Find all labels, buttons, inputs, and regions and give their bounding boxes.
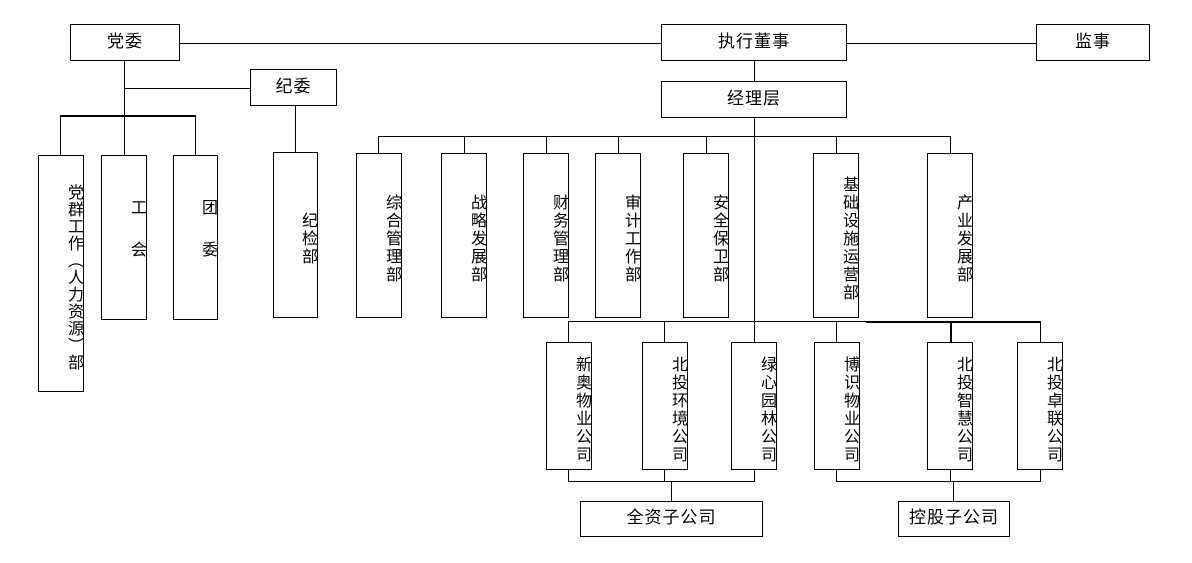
connector-discipline-stem — [295, 105, 296, 152]
node-labor-union[interactable]: 工会 — [101, 155, 147, 320]
connector-party-child-2 — [124, 115, 125, 155]
connector-dept-drop-1 — [378, 136, 379, 153]
connector-controlled-up-3 — [1040, 470, 1041, 481]
connector-subsidiary-bar-right — [866, 321, 1041, 323]
node-subsidiary-beitou-zhuolian[interactable]: 北投卓联公司 — [1017, 342, 1063, 470]
connector-dept-drop-2 — [464, 136, 465, 153]
connector-controlled-up-2 — [950, 470, 951, 481]
node-executive-director[interactable]: 执行董事 — [661, 24, 847, 61]
connector-wholly-bar — [568, 481, 755, 482]
connector-controlled-up-1 — [836, 470, 837, 481]
node-department-infrastructure-operations[interactable]: 基础设施运营部 — [813, 153, 859, 318]
node-management-layer[interactable]: 经理层 — [661, 81, 847, 118]
connector-party-children-bar — [60, 115, 196, 117]
group-label-wholly-owned-subsidiaries[interactable]: 全资子公司 — [580, 501, 763, 537]
connector-sub-drop-2 — [664, 321, 665, 342]
connector-sub-drop-5 — [950, 321, 952, 342]
node-party-committee[interactable]: 党委 — [70, 24, 180, 61]
node-department-industrial-development[interactable]: 产业发展部 — [927, 153, 973, 318]
connector-management-stem — [754, 117, 755, 322]
node-subsidiary-lvxin-garden[interactable]: 绿心园林公司 — [731, 342, 777, 470]
node-department-general-management[interactable]: 综合管理部 — [356, 153, 402, 318]
connector-dept-drop-7 — [950, 136, 951, 153]
connector-wholly-up-2 — [664, 470, 665, 481]
node-subsidiary-beitou-smart[interactable]: 北投智慧公司 — [927, 342, 973, 470]
connector-party-to-discipline — [124, 88, 251, 89]
connector-dept-drop-6 — [836, 136, 837, 153]
connector-dept-drop-5 — [706, 136, 707, 153]
node-subsidiary-xinao-property[interactable]: 新奥物业公司 — [546, 342, 592, 470]
connector-party-to-director — [180, 43, 661, 44]
connector-controlled-stem — [953, 481, 954, 501]
connector-sub-drop-1 — [568, 321, 569, 342]
connector-dept-drop-3 — [546, 136, 547, 153]
connector-department-bar — [378, 136, 950, 137]
connector-sub-drop-3 — [754, 321, 755, 342]
connector-party-stem — [124, 60, 125, 155]
connector-subsidiary-bar-left — [568, 321, 868, 322]
connector-wholly-up-1 — [568, 470, 569, 481]
connector-sub-drop-4 — [836, 321, 837, 342]
connector-director-to-supervisor — [847, 43, 1036, 44]
node-discipline-inspection-department[interactable]: 纪检部 — [273, 152, 318, 318]
node-subsidiary-beitou-environment[interactable]: 北投环境公司 — [642, 342, 688, 470]
node-youth-league-committee[interactable]: 团委 — [173, 155, 218, 320]
node-department-audit-work[interactable]: 审计工作部 — [595, 153, 641, 318]
connector-wholly-stem — [671, 481, 672, 501]
node-party-affairs-hr-department[interactable]: 党群工作（人力资源）部 — [38, 155, 84, 392]
connector-party-child-1 — [60, 115, 61, 155]
connector-dept-drop-4 — [618, 136, 619, 153]
connector-sub-drop-6 — [1040, 321, 1041, 342]
connector-controlled-bar — [836, 481, 1041, 482]
node-department-financial-management[interactable]: 财务管理部 — [523, 153, 569, 318]
node-department-strategic-development[interactable]: 战略发展部 — [441, 153, 487, 318]
node-supervisor[interactable]: 监事 — [1036, 24, 1150, 61]
node-subsidiary-boshi-property[interactable]: 博识物业公司 — [814, 342, 860, 470]
node-discipline-committee[interactable]: 纪委 — [250, 69, 337, 106]
connector-party-child-3 — [195, 115, 196, 155]
connector-director-to-management — [754, 60, 755, 82]
node-department-security[interactable]: 安全保卫部 — [683, 153, 729, 318]
group-label-controlled-subsidiaries[interactable]: 控股子公司 — [898, 501, 1010, 537]
connector-wholly-up-3 — [754, 470, 755, 481]
